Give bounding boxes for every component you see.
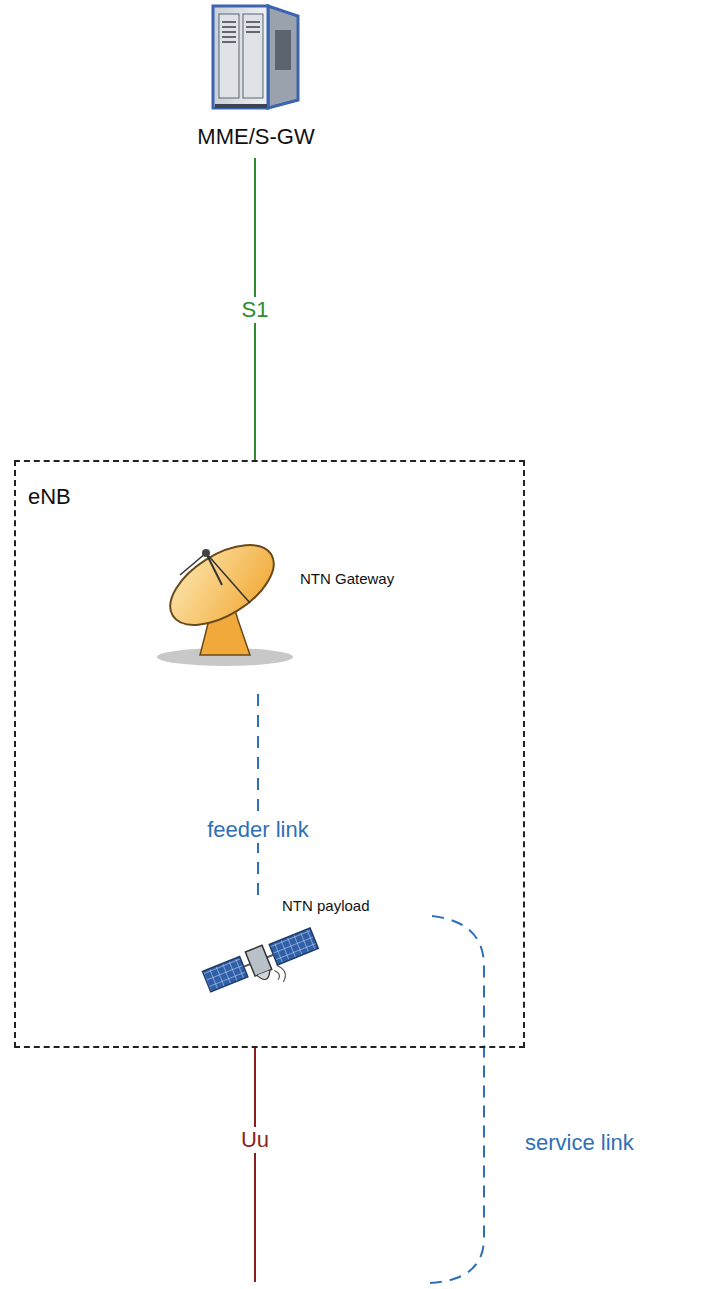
- node-text: eNB: [28, 484, 71, 509]
- gateway-node: NTN Gateway: [152, 542, 422, 694]
- link-label: service link: [522, 1130, 637, 1155]
- uu-line: [254, 1048, 256, 1282]
- service-link-bracket: [430, 916, 484, 1283]
- node-text: MME/S-GW: [197, 124, 314, 149]
- enb-box: eNB NTN GatewayNTN payload: [14, 460, 525, 1048]
- satellite-icon: [202, 926, 325, 1008]
- payload-node: NTN payload: [197, 895, 387, 1019]
- server-node: MME/S-GW: [190, 118, 322, 158]
- link-label: feeder link: [204, 817, 312, 842]
- node-text: NTN payload: [282, 897, 370, 914]
- dish-icon: [157, 529, 293, 666]
- interface-label: Uu: [238, 1127, 272, 1152]
- server-icon: [213, 6, 298, 108]
- link-line: [257, 694, 259, 895]
- link-label: S1: [239, 297, 272, 322]
- node-text: NTN Gateway: [300, 570, 394, 587]
